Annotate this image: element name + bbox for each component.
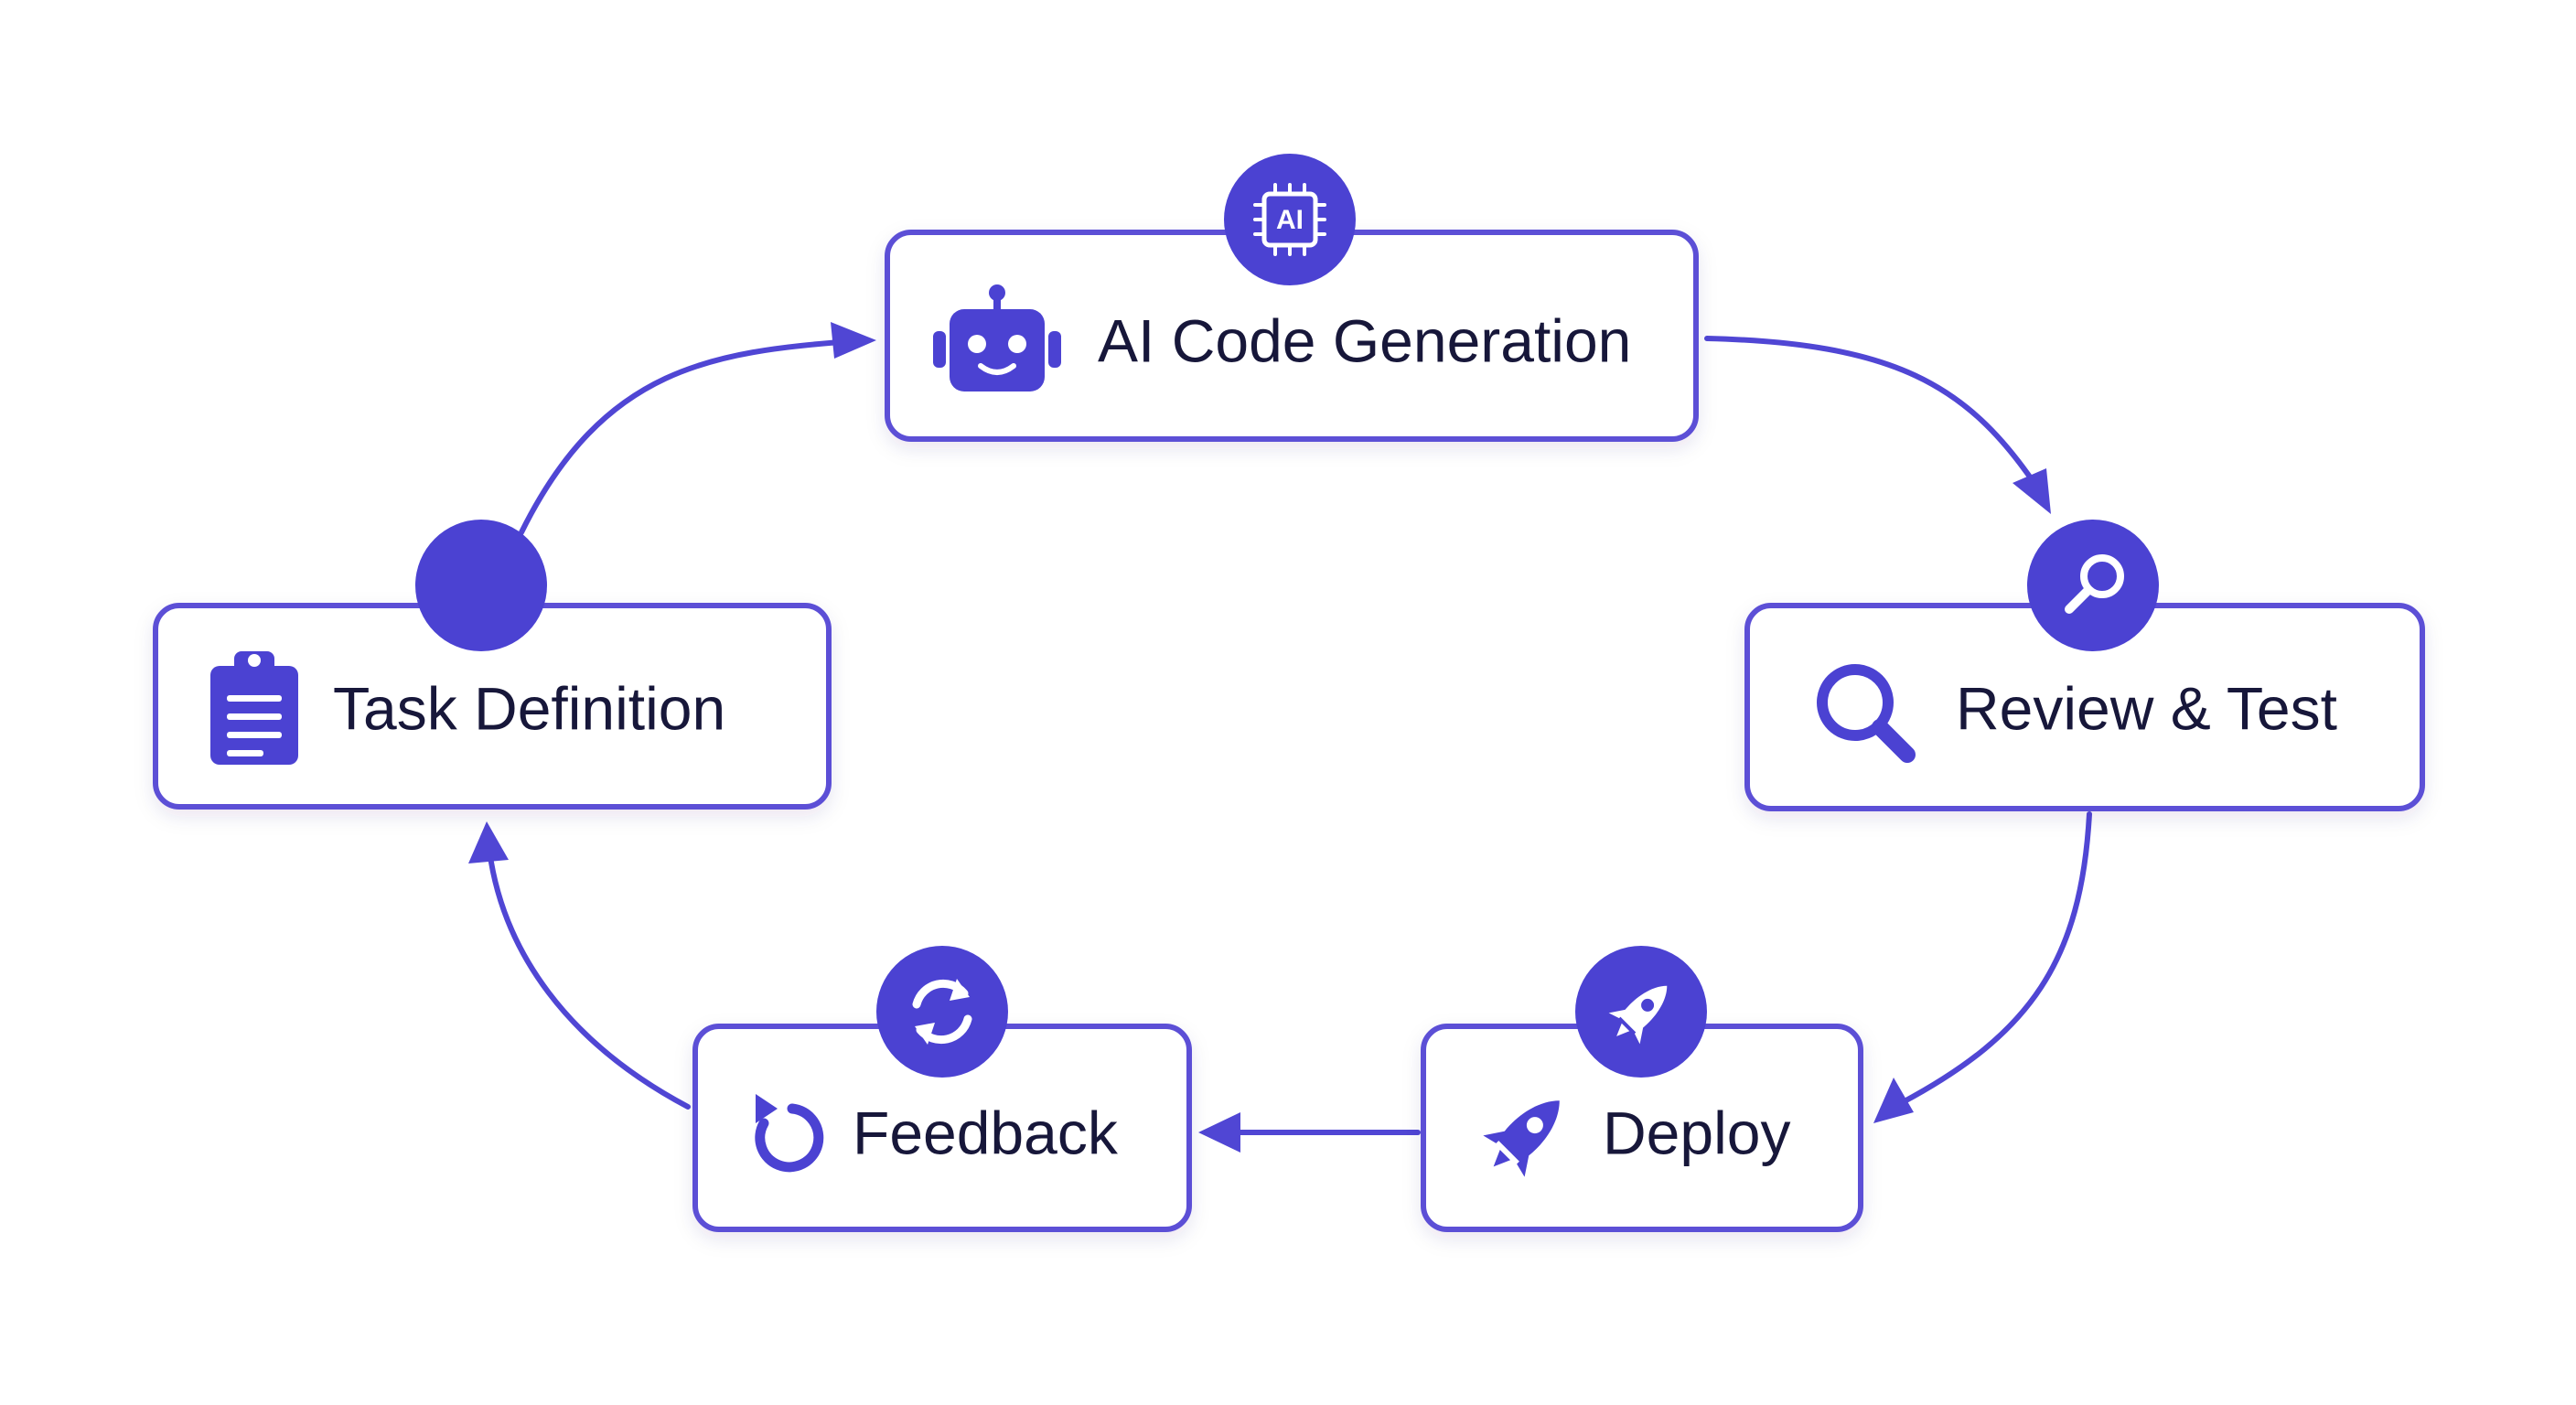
magnifier-badge xyxy=(2027,520,2159,651)
clipboard-icon xyxy=(210,651,298,765)
rocket-badge xyxy=(1575,946,1707,1078)
refresh-badge xyxy=(876,946,1008,1078)
ai-chip-badge: AI xyxy=(1224,154,1356,285)
node-label-deploy: Deploy xyxy=(1603,1099,1790,1166)
ai-chip-text: AI xyxy=(1276,205,1304,235)
edge-feedback-to-task xyxy=(487,848,691,1110)
connectors xyxy=(468,322,2092,1153)
node-ai-code-generation: AI AI Code Generation xyxy=(885,154,1699,442)
arrowhead-ai-to-review xyxy=(2012,468,2051,514)
arrowhead-deploy-to-feedback xyxy=(1198,1112,1240,1153)
node-review-and-test: Review & Test xyxy=(1744,520,2425,811)
node-deploy: Deploy xyxy=(1421,946,1863,1232)
arrowhead-review-to-deploy xyxy=(1873,1078,1914,1123)
node-label-task: Task Definition xyxy=(333,674,725,742)
rocket-icon xyxy=(1483,1100,1560,1177)
edge-ai-to-review xyxy=(1704,336,2038,488)
node-label-feedback: Feedback xyxy=(853,1099,1119,1166)
undo-icon xyxy=(755,1094,824,1173)
node-label-ai: AI Code Generation xyxy=(1098,306,1631,374)
arrowhead-feedback-to-task xyxy=(468,821,509,863)
magnifier-icon xyxy=(1817,664,1916,763)
dot-badge xyxy=(415,520,547,651)
edge-task-to-ai xyxy=(519,338,853,535)
node-task-definition: Task Definition xyxy=(153,520,832,810)
robot-icon xyxy=(933,284,1061,391)
edge-review-to-deploy xyxy=(1900,811,2092,1105)
node-label-review: Review & Test xyxy=(1956,674,2337,742)
node-feedback: Feedback xyxy=(692,946,1192,1232)
arrowhead-task-to-ai xyxy=(831,322,876,359)
